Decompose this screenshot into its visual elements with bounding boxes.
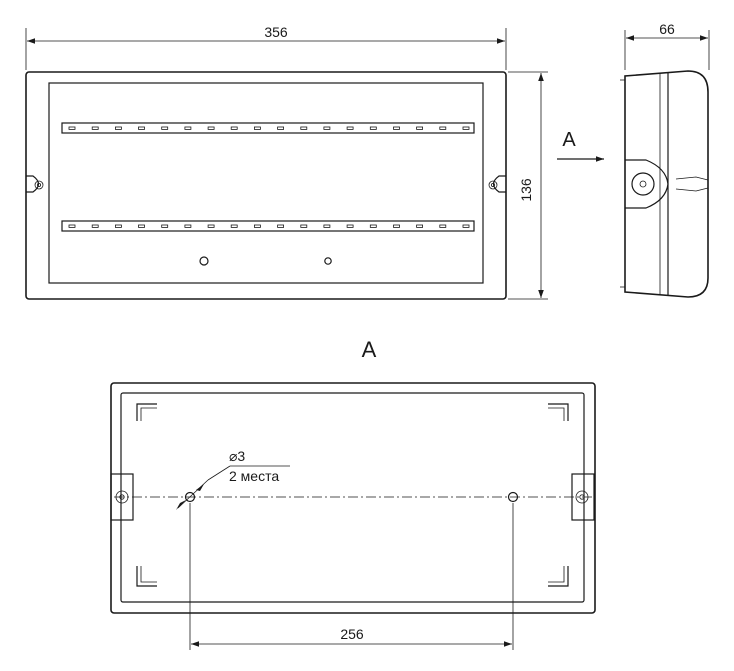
led-slot <box>439 224 447 228</box>
width-dimension-label: 356 <box>264 24 288 40</box>
rear-housing-outline <box>110 382 596 614</box>
led-slot <box>393 224 400 228</box>
side-body-outline <box>624 70 709 298</box>
led-slot <box>346 126 354 130</box>
led-slot <box>68 126 76 130</box>
led-slot <box>253 126 261 130</box>
led-slot <box>277 224 285 228</box>
led-slot <box>184 224 192 228</box>
depth-dimension-label: 66 <box>659 21 675 37</box>
cable-gland-icon <box>625 159 709 209</box>
led-slot <box>230 224 238 228</box>
led-slot <box>68 224 76 228</box>
housing-outline <box>25 71 507 300</box>
rear-view-title: A <box>362 337 377 362</box>
led-slot <box>115 224 122 228</box>
front-view: 356 <box>25 24 548 300</box>
led-slot <box>416 224 424 228</box>
left-mounting-screw-icon <box>26 175 44 193</box>
view-arrow: A <box>557 129 604 162</box>
hole-count-label: 2 места <box>229 468 279 484</box>
height-dimension-label: 136 <box>518 178 534 202</box>
led-slot <box>161 224 169 228</box>
hole-diameter-label: ⌀3 <box>229 448 245 464</box>
hole-spacing-label: 256 <box>340 626 364 642</box>
led-slot <box>91 126 99 130</box>
led-slot <box>462 126 470 130</box>
sensor-hole-left <box>199 256 209 266</box>
led-strip-bottom <box>61 220 475 232</box>
led-slot <box>207 126 215 130</box>
led-slot <box>230 126 238 130</box>
sensor-hole-right <box>324 257 332 265</box>
led-slot <box>300 126 308 130</box>
led-slot <box>369 126 377 130</box>
led-slot <box>207 224 215 228</box>
led-slot <box>439 126 447 130</box>
depth-dimension: 66 <box>624 21 710 70</box>
led-slot <box>138 224 145 228</box>
width-dimension: 356 <box>25 24 507 70</box>
led-slot <box>138 126 145 130</box>
led-slot <box>346 224 354 228</box>
corner-bracket-icons <box>136 403 569 587</box>
diffuser-panel <box>48 82 484 284</box>
led-slot <box>184 126 192 130</box>
rear-inner-outline <box>120 392 585 603</box>
side-view: A 66 <box>557 21 710 298</box>
mounting-hole-left <box>184 491 196 503</box>
led-slot <box>323 126 331 130</box>
right-mounting-screw-icon <box>488 175 506 193</box>
led-slot <box>253 224 261 228</box>
led-slot <box>416 126 424 130</box>
led-strip-top <box>61 122 475 134</box>
led-slot <box>300 224 308 228</box>
view-arrow-label: A <box>562 129 576 151</box>
hole-callout: ⌀3 2 места <box>176 448 290 510</box>
height-dimension: 136 <box>508 71 548 300</box>
led-slot <box>115 126 122 130</box>
led-slot <box>393 126 400 130</box>
led-slot <box>462 224 470 228</box>
led-slot <box>91 224 99 228</box>
rear-view: A <box>110 337 596 650</box>
led-slot <box>369 224 377 228</box>
mounting-hole-right <box>507 491 519 503</box>
hole-spacing-dimension: 256 <box>189 503 514 650</box>
led-slot <box>277 126 285 130</box>
led-slot <box>323 224 331 228</box>
led-slot <box>161 126 169 130</box>
